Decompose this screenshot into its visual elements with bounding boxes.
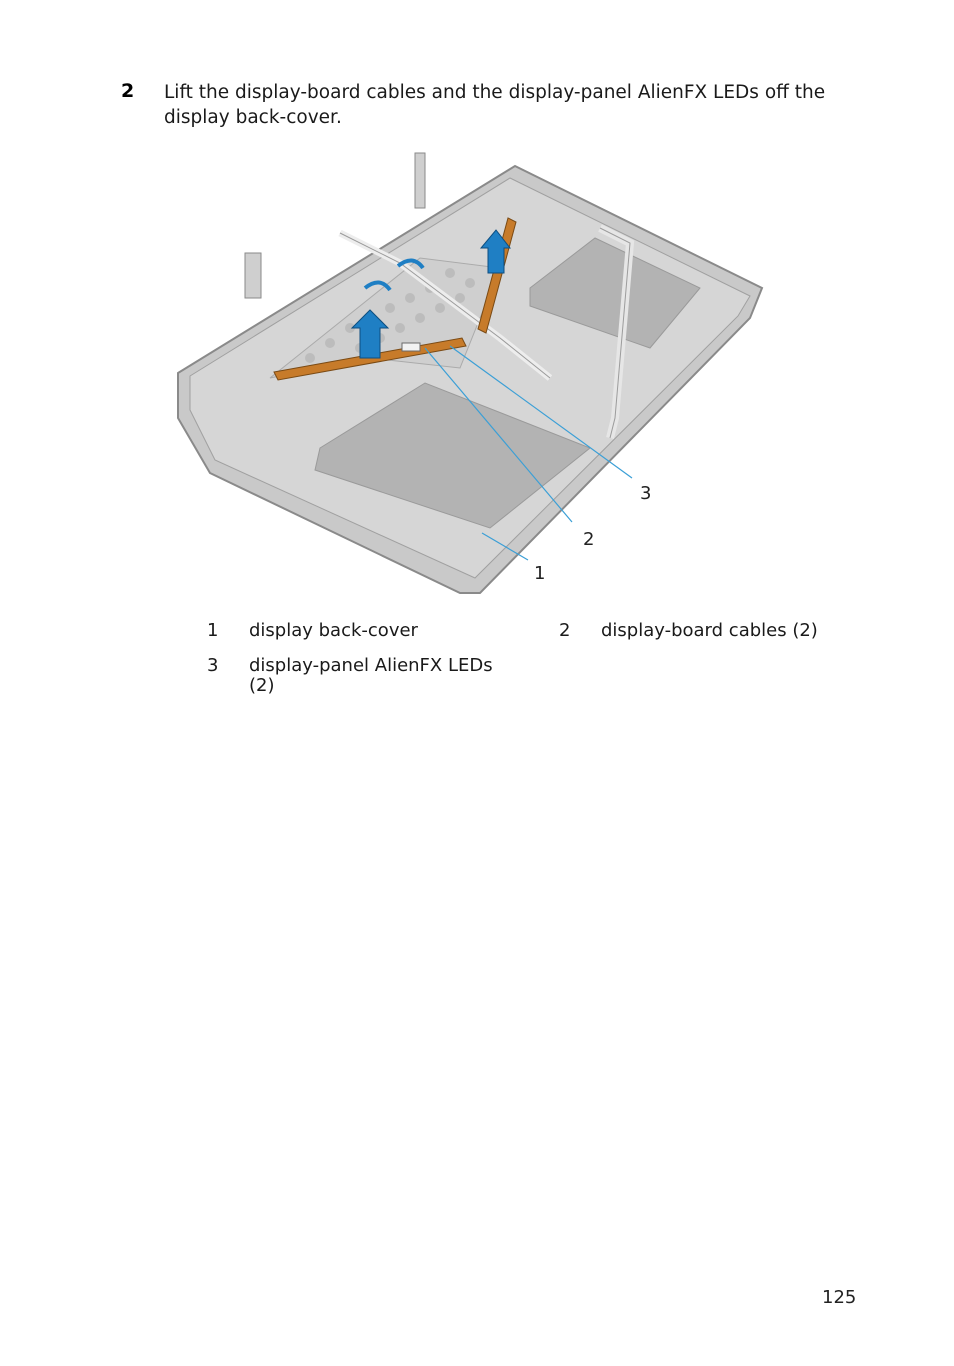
step-number: 2 <box>121 80 135 102</box>
legend-number-3: 3 <box>207 655 219 676</box>
callout-2: 2 <box>583 529 595 550</box>
lift-arrow-icon <box>350 229 512 359</box>
legend-label-alienfx-leds: display-panel AlienFX LEDs (2) <box>249 655 493 696</box>
display-board-cable-connector <box>401 342 421 352</box>
legend-label-display-board-cables: display-board cables (2) <box>601 620 818 641</box>
callout-line-2 <box>424 347 573 523</box>
page-number: 125 <box>822 1287 857 1308</box>
legend-number-2: 2 <box>559 620 571 641</box>
callout-line-1 <box>481 532 529 561</box>
upper-recess <box>529 237 701 349</box>
lower-recess <box>314 382 591 529</box>
legend-label-display-back-cover: display back-cover <box>249 620 418 641</box>
step-instruction: Lift the display-board cables and the di… <box>164 82 826 128</box>
display-back-cover-illustration <box>177 152 764 594</box>
right-hinge <box>414 152 426 209</box>
left-hinge <box>244 252 262 299</box>
callout-1: 1 <box>534 563 546 584</box>
rotate-arrow-icon <box>363 258 425 292</box>
callout-line-3 <box>449 345 633 479</box>
legend-number-1: 1 <box>207 620 219 641</box>
callout-3: 3 <box>640 483 652 504</box>
